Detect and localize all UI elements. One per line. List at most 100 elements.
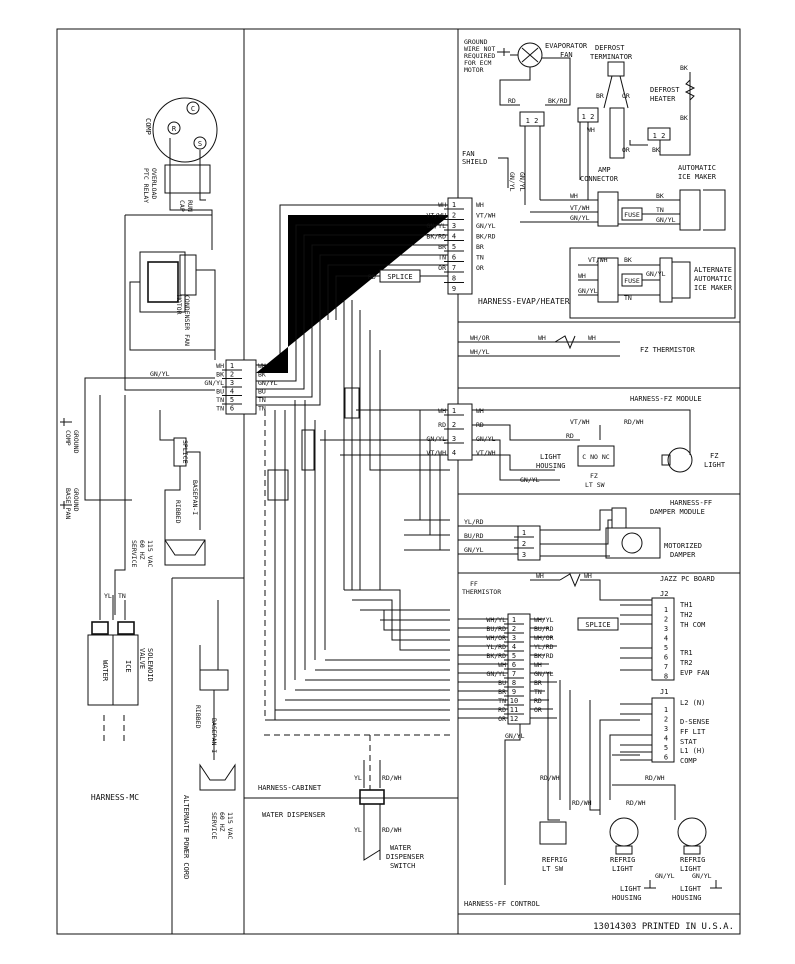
svg-text:BK: BK xyxy=(624,256,632,264)
wire-label-right: RD xyxy=(534,697,542,705)
svg-text:GN/YL: GN/YL xyxy=(570,214,590,222)
svg-text:1 2: 1 2 xyxy=(526,117,539,125)
svg-text:HEATER: HEATER xyxy=(650,95,676,103)
ice-label: ICE xyxy=(124,660,132,673)
pin-number: 10 xyxy=(510,697,518,705)
svg-text:AUTOMATIC: AUTOMATIC xyxy=(678,164,716,172)
wire-label-right: BK/RD xyxy=(534,652,554,660)
alt-basepan-label: BASEPAN-I xyxy=(210,718,218,753)
svg-text:YL: YL xyxy=(354,826,362,834)
basepan-ground-label-1: BASE PAN xyxy=(64,488,72,519)
ptc-relay-label: PTC RELAY xyxy=(142,168,150,203)
wire-label-left: GN/YL xyxy=(204,379,224,387)
svg-text:C NO NC: C NO NC xyxy=(582,453,609,461)
harness-evap-label: HARNESS-EVAP/HEATER xyxy=(478,297,570,306)
pin-number: 3 xyxy=(230,379,234,387)
svg-text:FZ THERMISTOR: FZ THERMISTOR xyxy=(640,346,696,354)
svg-text:SERVICE: SERVICE xyxy=(210,812,218,839)
pin-number: 6 xyxy=(452,254,456,262)
svg-text:BU/RD: BU/RD xyxy=(464,532,484,540)
wire-label-right: WH xyxy=(476,201,484,209)
svg-text:HOUSING: HOUSING xyxy=(536,462,566,470)
svg-text:REFRIG: REFRIG xyxy=(610,856,635,864)
damper-connector-pins: 123 xyxy=(514,529,534,559)
svg-text:LIGHT: LIGHT xyxy=(540,453,562,461)
wire-label-left: BU xyxy=(216,388,224,396)
svg-text:WH/YL: WH/YL xyxy=(470,348,490,356)
jazz-j2-connector xyxy=(651,597,675,681)
refrig-light-switch xyxy=(539,821,567,845)
evap-connector xyxy=(447,197,473,295)
harness-mc-label: HARNESS-MC xyxy=(91,793,139,802)
svg-text:MOTORIZED: MOTORIZED xyxy=(664,542,702,550)
svg-text:HOUSING: HOUSING xyxy=(612,894,642,902)
svg-text:WH: WH xyxy=(584,572,592,580)
svg-text:EVAPORATOR: EVAPORATOR xyxy=(545,42,588,50)
svg-text:1 2: 1 2 xyxy=(582,113,595,121)
pin-number: 2 xyxy=(452,212,456,220)
alt-power-label: ALTERNATE POWER CORD xyxy=(182,795,190,879)
basepan-ground-label-2: GROUND xyxy=(72,488,80,512)
wire-label-left: WH/YL xyxy=(486,616,506,624)
pin-number: 9 xyxy=(452,285,456,293)
svg-text:HARNESS-CABINET: HARNESS-CABINET xyxy=(258,784,322,792)
pin-number: 8 xyxy=(512,679,516,687)
jazz-j1-pin: 3 xyxy=(664,725,668,733)
ptc-relay-box xyxy=(164,164,211,194)
svg-text:FOR ECM: FOR ECM xyxy=(464,59,491,67)
jazz-j1-pin: 1 xyxy=(664,706,668,714)
pin-number: 3 xyxy=(522,551,526,559)
basepan-plug-icon xyxy=(164,539,206,556)
evap-splice xyxy=(379,269,421,283)
jazz-j1-label: J1 xyxy=(660,688,668,696)
svg-text:OR: OR xyxy=(622,146,630,154)
wire-label-left: BK/RD xyxy=(426,233,446,241)
svg-text:ICE MAKER: ICE MAKER xyxy=(678,173,717,181)
jazz-j2-pin: 8 xyxy=(664,673,668,681)
svg-text:RD: RD xyxy=(566,432,574,440)
svg-text:DISPENSER: DISPENSER xyxy=(386,853,425,861)
condenser-motor-label: MOTOR xyxy=(175,295,183,315)
pin-number: 3 xyxy=(512,634,516,642)
comp-ground-label-1: COMP xyxy=(64,430,72,446)
svg-text:ALTERNATE: ALTERNATE xyxy=(694,266,732,274)
fz-light-switch xyxy=(577,445,615,467)
fz-thermistor-icon xyxy=(554,335,576,350)
wire-label-right: YL/RD xyxy=(534,643,554,651)
svg-text:THERMISTOR: THERMISTOR xyxy=(462,588,501,596)
jazz-j1-pin: 6 xyxy=(664,754,668,762)
ribbed-label: RIBBED xyxy=(174,500,182,524)
pin-number: 1 xyxy=(230,362,234,370)
svg-text:SPLICE: SPLICE xyxy=(181,440,189,464)
wire-label-right: BU xyxy=(258,388,266,396)
jazz-pin-label: TH COM xyxy=(680,621,705,629)
jazz-pin-label: EVP FAN xyxy=(680,669,710,677)
wire-label-left: BU/RD xyxy=(486,625,506,633)
svg-text:GN/YL: GN/YL xyxy=(520,476,540,484)
jazz-j2-pin: 3 xyxy=(664,625,668,633)
wire-label-right: BR xyxy=(534,679,542,687)
svg-text:FAN: FAN xyxy=(560,51,573,59)
pin-number: 1 xyxy=(522,529,526,537)
svg-text:SHIELD: SHIELD xyxy=(462,158,487,166)
wire-label-left: TN xyxy=(498,697,506,705)
wire-label-right: BR xyxy=(476,243,484,251)
wire-label-right: BU/RD xyxy=(534,625,554,633)
comp-ground-label-2: GROUND xyxy=(72,430,80,454)
pin-number: 1 xyxy=(452,201,456,209)
wire-label-left: OR xyxy=(438,264,446,272)
pin-number: 4 xyxy=(452,449,456,457)
solenoid-label: SOLENOID xyxy=(146,648,154,682)
pin-number: 9 xyxy=(512,688,516,696)
svg-text:BK: BK xyxy=(656,192,664,200)
footer-part-number: 13014303 PRINTED IN U.S.A. xyxy=(593,922,734,932)
pin-number: 8 xyxy=(452,275,456,283)
svg-text:LT SW: LT SW xyxy=(585,481,605,489)
comp-label: COMP xyxy=(144,118,152,135)
svg-text:TERMINATOR: TERMINATOR xyxy=(590,53,633,61)
alt-plug-icon xyxy=(199,763,236,791)
svg-text:LIGHT: LIGHT xyxy=(620,885,642,893)
svg-text:LIGHT: LIGHT xyxy=(680,865,702,873)
